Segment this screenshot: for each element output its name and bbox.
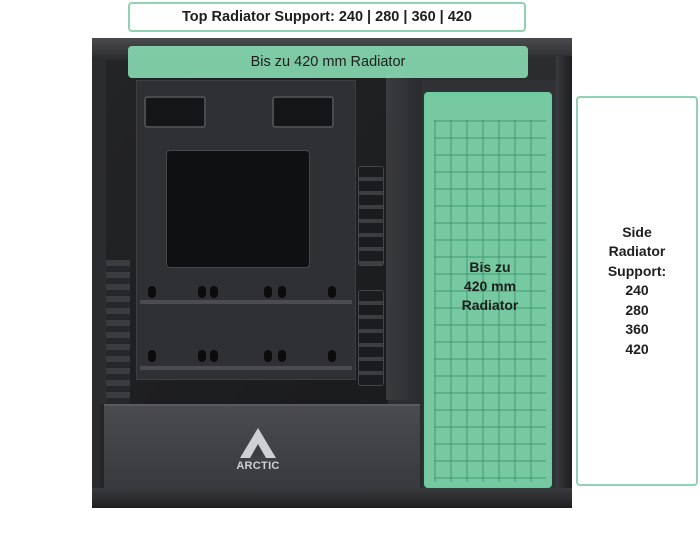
side-label-line: 420 bbox=[625, 340, 649, 357]
standoff-hole bbox=[148, 350, 156, 362]
top-radiator-overlay-label: Bis zu 420 mm Radiator bbox=[250, 54, 406, 70]
standoff-hole bbox=[198, 286, 206, 298]
side-label-line: 280 bbox=[625, 301, 649, 318]
mount-rail-lower bbox=[140, 366, 352, 370]
top-radiator-overlay: Bis zu 420 mm Radiator bbox=[128, 46, 528, 78]
standoff-hole bbox=[264, 350, 272, 362]
case-right-frame bbox=[556, 56, 572, 488]
standoff-hole bbox=[328, 286, 336, 298]
side-label-line: 360 bbox=[625, 321, 649, 338]
standoff-hole bbox=[264, 286, 272, 298]
case-bottom-rail bbox=[92, 488, 572, 508]
side-label-line: 240 bbox=[625, 282, 649, 299]
arctic-logo-icon bbox=[240, 428, 276, 458]
standoff-hole bbox=[148, 286, 156, 298]
side-radiator-overlay: Bis zu 420 mm Radiator bbox=[424, 92, 552, 488]
side-label-line: Radiator bbox=[608, 243, 666, 260]
top-radiator-support-text: Top Radiator Support: 240 | 280 | 360 | … bbox=[182, 9, 472, 25]
top-radiator-support-label: Top Radiator Support: 240 | 280 | 360 | … bbox=[128, 2, 526, 32]
side-radiator-label-line: 420 mm bbox=[463, 278, 517, 294]
mount-rail-upper bbox=[140, 300, 352, 304]
standoff-hole bbox=[210, 286, 218, 298]
standoff-hole bbox=[328, 350, 336, 362]
side-radiator-label-line: Bis zu bbox=[469, 259, 511, 275]
side-radiator-overlay-label: Bis zu 420 mm Radiator bbox=[426, 258, 550, 315]
side-radiator-label-line: Radiator bbox=[461, 297, 519, 313]
standoff-hole bbox=[278, 286, 286, 298]
radiator-grid bbox=[434, 120, 546, 482]
fan-bracket-right bbox=[272, 96, 334, 128]
standoff-hole bbox=[198, 350, 206, 362]
standoff-hole bbox=[210, 350, 218, 362]
center-divider bbox=[386, 60, 422, 400]
arctic-logo-text: ARCTIC bbox=[236, 460, 280, 472]
side-radiator-support-label: Side Radiator Support: 240 280 360 420 bbox=[576, 96, 698, 486]
cable-grommet-lower bbox=[358, 290, 384, 386]
cpu-cutout bbox=[166, 150, 310, 268]
side-radiator-support-text: Side Radiator Support: 240 280 360 420 bbox=[608, 223, 666, 359]
standoff-hole bbox=[278, 350, 286, 362]
fan-bracket-left bbox=[144, 96, 206, 128]
side-label-line: Support: bbox=[607, 262, 667, 279]
side-label-line: Side bbox=[622, 224, 652, 241]
cable-grommet-upper bbox=[358, 166, 384, 266]
cable-management-strip bbox=[106, 260, 130, 406]
